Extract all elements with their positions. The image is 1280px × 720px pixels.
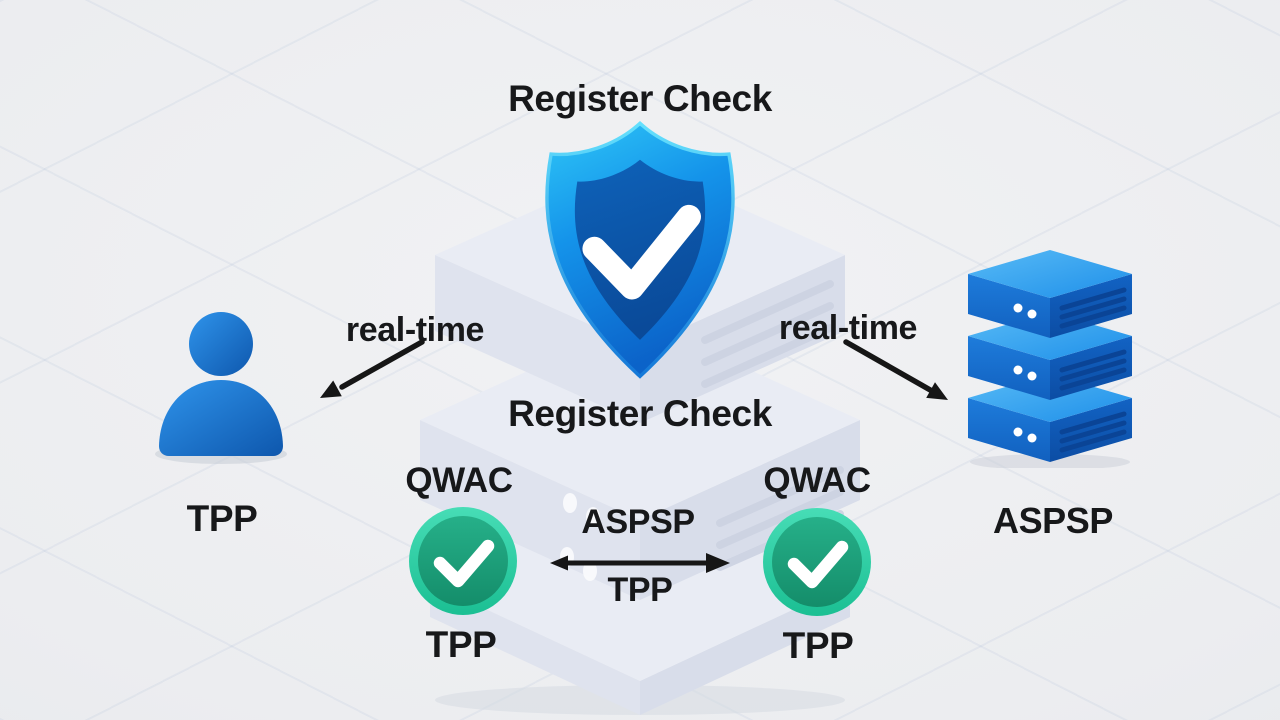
server-stack-icon bbox=[968, 250, 1132, 468]
title-register-check-top: Register Check bbox=[508, 78, 772, 119]
qwac-label-right: QWAC bbox=[763, 461, 871, 500]
title-register-check-middle: Register Check bbox=[508, 393, 772, 434]
check-circle-icon-left bbox=[409, 507, 517, 615]
arrow-to-aspsp-icon bbox=[843, 339, 948, 400]
ghost-server-stack bbox=[420, 163, 860, 715]
shield-check-icon bbox=[545, 121, 735, 379]
exchange-upper-label: ASPSP bbox=[581, 503, 695, 541]
exchange-lower-label: TPP bbox=[607, 571, 673, 609]
qwac-label-left: QWAC bbox=[405, 461, 513, 500]
tpp-actor-label: TPP bbox=[186, 498, 258, 539]
tpp-caption-left: TPP bbox=[425, 624, 497, 665]
double-arrow-icon bbox=[550, 553, 730, 573]
tpp-caption-right: TPP bbox=[782, 625, 854, 666]
checkmark bbox=[582, 204, 701, 300]
realtime-label-left: real-time bbox=[345, 311, 485, 349]
realtime-label-right: real-time bbox=[778, 309, 918, 347]
aspsp-actor-label: ASPSP bbox=[992, 500, 1114, 541]
arrow-to-tpp-icon bbox=[320, 339, 425, 398]
check-circle-icon-right bbox=[763, 508, 871, 616]
user-icon bbox=[155, 312, 287, 464]
